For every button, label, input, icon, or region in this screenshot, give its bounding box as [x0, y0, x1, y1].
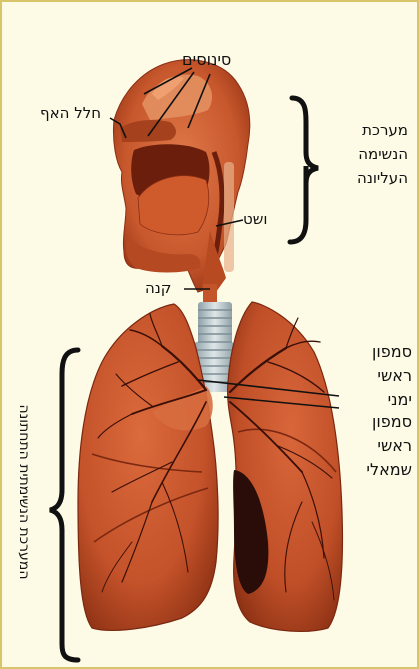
head-section: [113, 60, 249, 292]
label-sinuses: סינוסים: [182, 52, 231, 68]
right-bronchus-line-1: סמפון: [340, 340, 412, 364]
left-bronchus-line-3: שמאלי: [340, 458, 412, 482]
upper-system-line-2: הנשימה: [322, 142, 408, 166]
upper-system-line-3: העליונה: [322, 166, 408, 190]
label-trachea: קנה: [145, 281, 171, 296]
label-pharynx: ושט: [243, 212, 267, 227]
right-bronchus-line-2: ראשי: [340, 364, 412, 388]
cervical-spine: [224, 162, 234, 272]
label-left-main-bronchus: סמפון ראשי שמאלי: [340, 410, 412, 482]
right-lung: [78, 304, 218, 630]
upper-system-line-1: מערכת: [322, 118, 408, 142]
label-right-main-bronchus: סמפון ראשי ימני: [340, 340, 412, 412]
left-bronchus-line-1: סמפון: [340, 410, 412, 434]
left-bronchus-line-2: ראשי: [340, 434, 412, 458]
label-nasal-cavity: חלל האף: [40, 106, 101, 121]
upper-brace: [290, 98, 318, 242]
lower-brace: [50, 350, 78, 660]
right-bronchus-line-3: ימני: [340, 388, 412, 412]
label-lower-respiratory-system: המערכת הנשימתית התחתונה: [16, 405, 32, 580]
label-upper-respiratory-system: מערכת הנשימה העליונה: [322, 118, 408, 190]
